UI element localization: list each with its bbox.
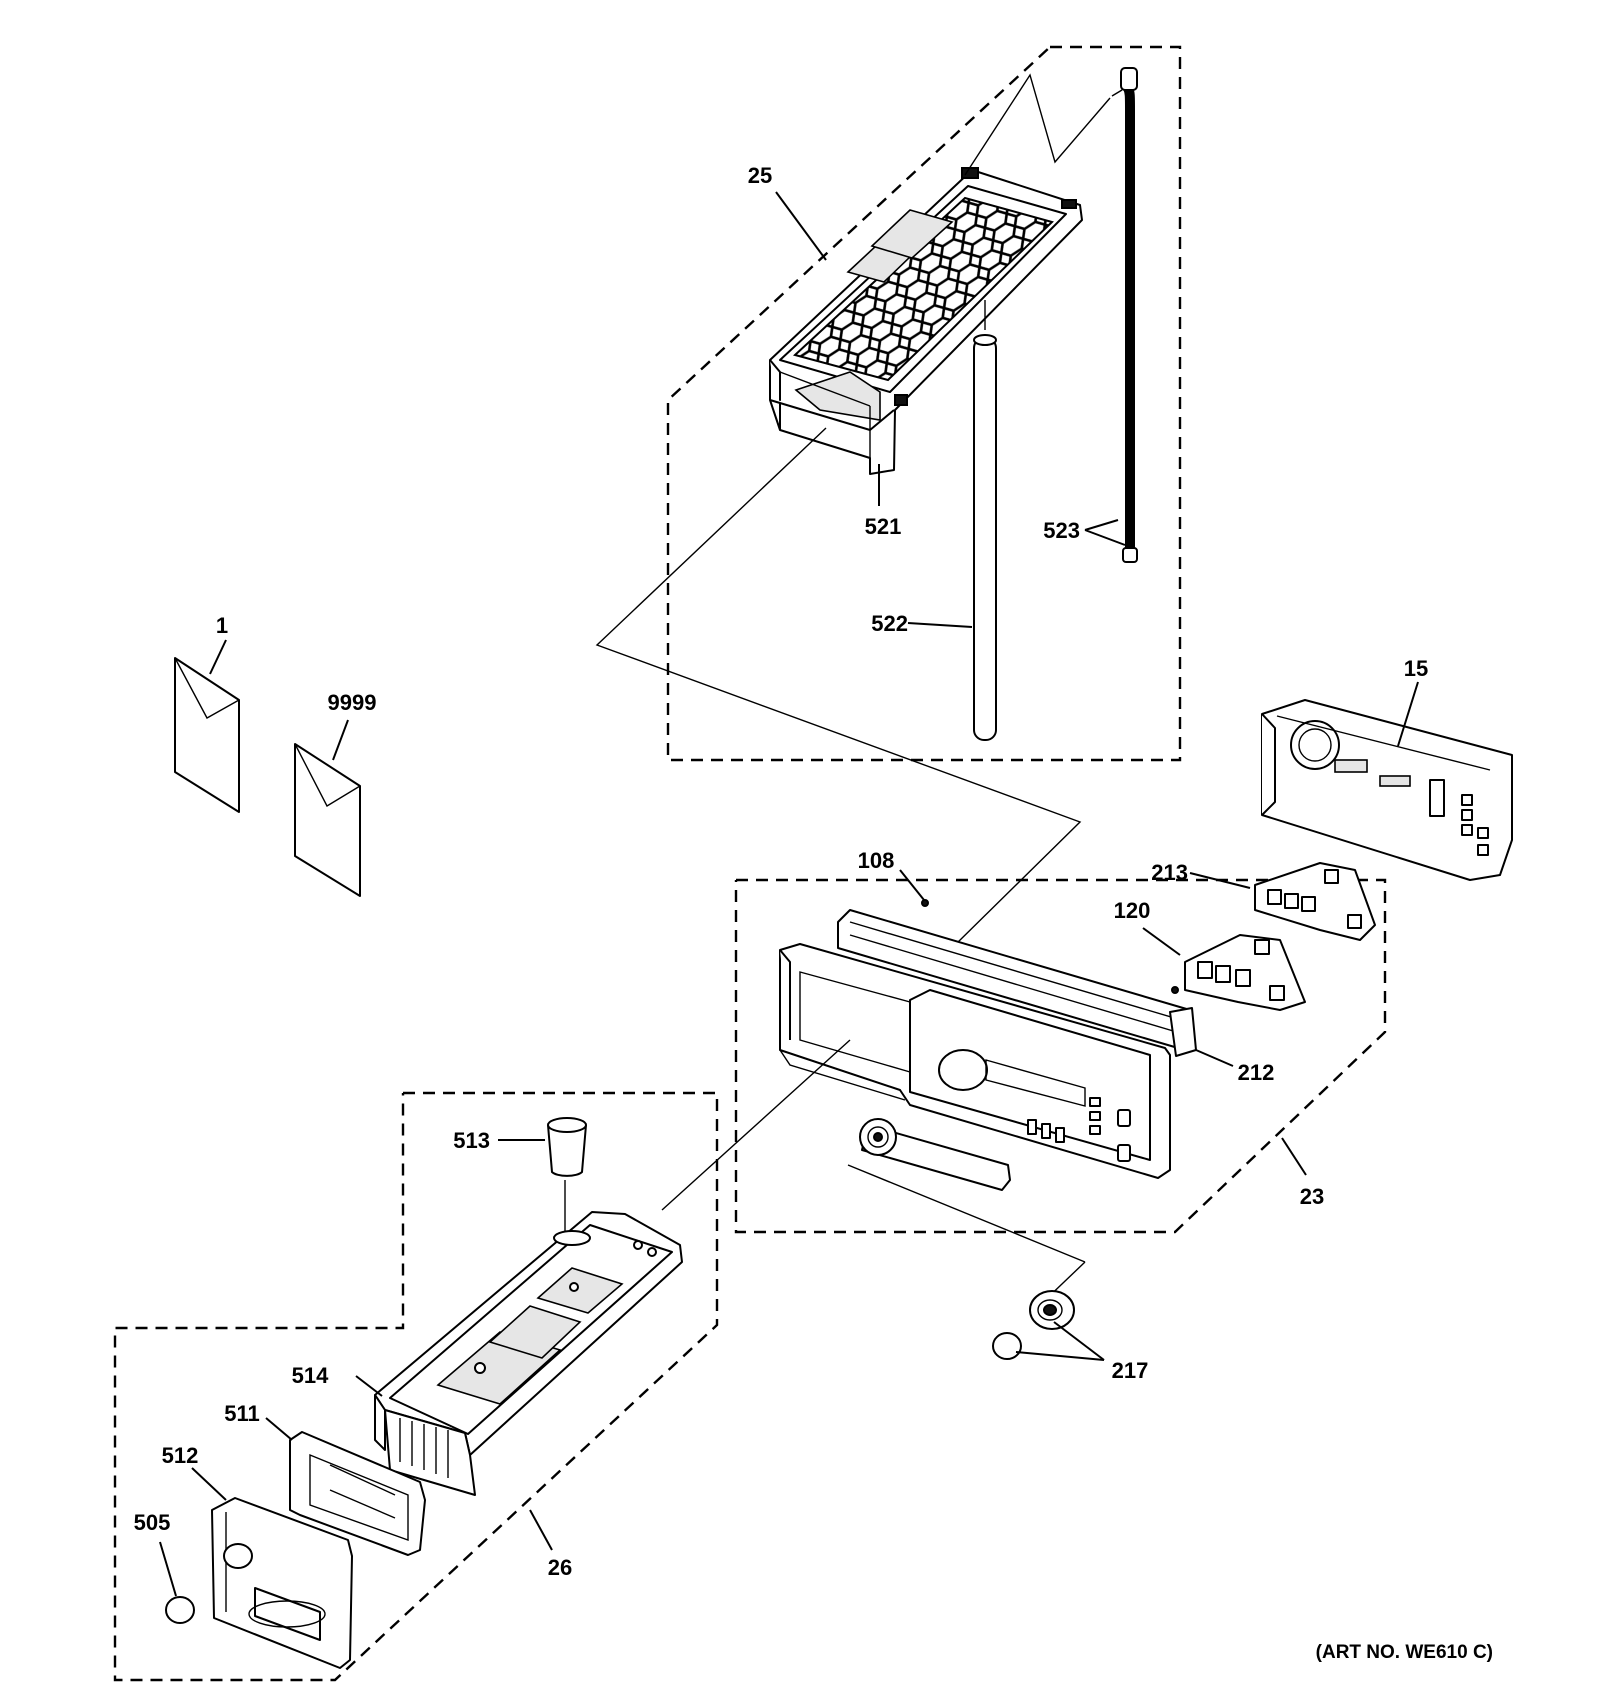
callout-522: 522	[871, 611, 908, 636]
knob-cap-part-217	[992, 1332, 1022, 1360]
callout-labels: 1 9999 25 521 522 523 15 108 213 120 212…	[134, 163, 1429, 1580]
art-number: (ART NO. WE610 C)	[1316, 1642, 1493, 1663]
callout-1: 1	[216, 613, 228, 638]
hose-part-523	[1111, 67, 1138, 563]
callout-513: 513	[453, 1128, 490, 1153]
callout-23: 23	[1300, 1184, 1324, 1209]
callout-26: 26	[548, 1555, 572, 1580]
control-board-part-15	[1261, 699, 1513, 881]
cap-part-505	[165, 1596, 195, 1624]
callout-9999: 9999	[328, 690, 377, 715]
callout-505: 505	[134, 1510, 171, 1535]
callout-523: 523	[1043, 518, 1080, 543]
envelope-part-1	[174, 657, 240, 813]
callout-521: 521	[865, 514, 902, 539]
callout-25: 25	[748, 163, 772, 188]
callout-213: 213	[1151, 860, 1188, 885]
reference-line-521-to-panel	[595, 427, 1082, 946]
callout-511: 511	[224, 1401, 260, 1426]
envelope-part-9999	[294, 743, 361, 897]
frame-bar-part-212	[837, 909, 1197, 1057]
leader-lines	[159, 191, 1419, 1597]
callout-512: 512	[162, 1443, 199, 1468]
rod-part-522	[973, 300, 997, 741]
callout-120: 120	[1114, 898, 1151, 923]
button-board-part-120	[1184, 934, 1306, 1011]
dispenser-drawer-part-514	[374, 1211, 683, 1496]
assembly-25-boundary	[666, 45, 1182, 762]
callout-108: 108	[858, 848, 895, 873]
console-panel	[779, 943, 1171, 1179]
cup-part-513	[547, 1117, 587, 1235]
callout-514: 514	[292, 1363, 329, 1388]
button-board-part-213	[1254, 862, 1376, 941]
drawer-frame-part-511	[289, 1431, 426, 1556]
knob-part-217	[1029, 1290, 1075, 1330]
reference-line-panel-to-drawer	[661, 1039, 851, 1211]
screw-part-108	[921, 899, 1179, 994]
connector-lines-25	[964, 73, 1111, 176]
drawer-front-part-512	[211, 1497, 353, 1669]
callout-15: 15	[1404, 656, 1428, 681]
callout-217: 217	[1112, 1358, 1149, 1383]
callout-212: 212	[1238, 1060, 1275, 1085]
filter-housing-part-521	[769, 167, 1083, 475]
